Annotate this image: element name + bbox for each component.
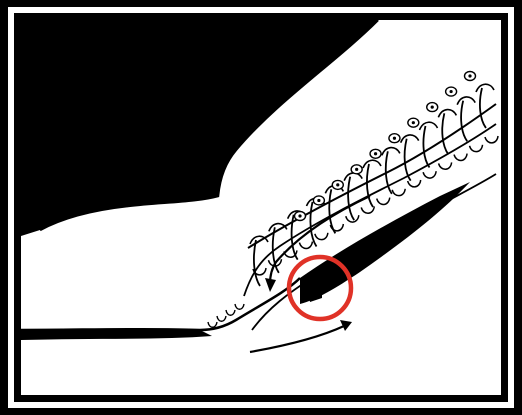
nodule-dot bbox=[374, 152, 377, 155]
nodule-dot bbox=[393, 137, 396, 140]
nodule-dot bbox=[298, 214, 301, 217]
nodule-dot bbox=[355, 168, 358, 171]
nodule-dot bbox=[412, 121, 415, 124]
nodule-dot bbox=[336, 183, 339, 186]
nodule-dot bbox=[468, 74, 471, 77]
nodule-dot bbox=[431, 106, 434, 109]
nodule-dot bbox=[450, 90, 453, 93]
nodule-dot bbox=[317, 199, 320, 202]
